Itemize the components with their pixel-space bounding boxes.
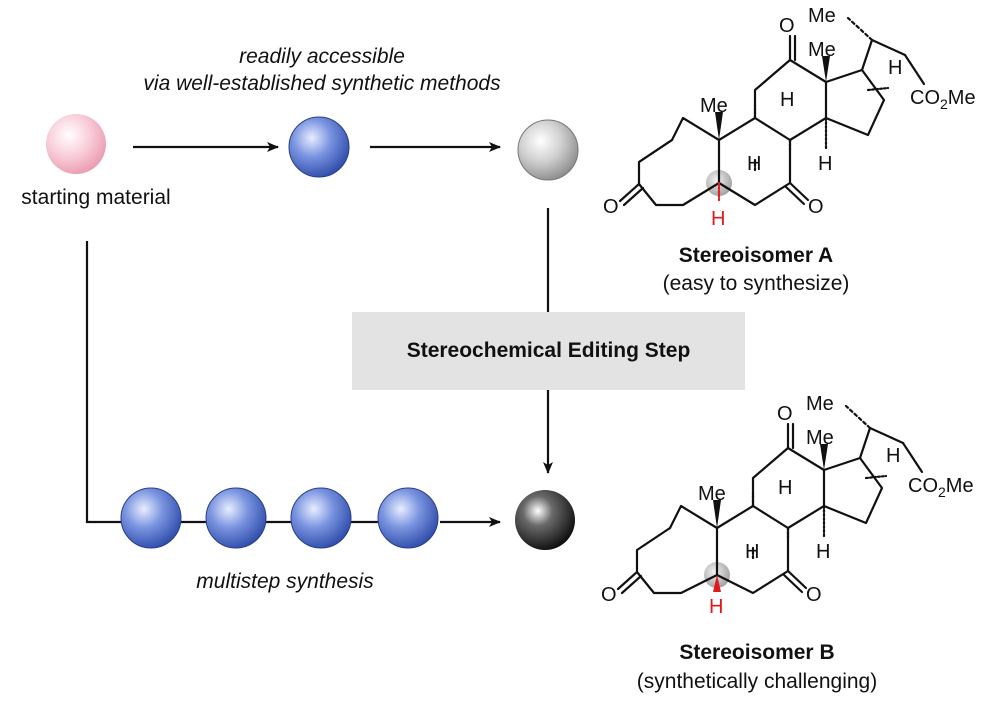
isomer-b-me-10: Me (698, 483, 726, 505)
isomer-a-o-12: O (779, 15, 795, 37)
starting-material-label: starting material (21, 186, 171, 209)
top-caption-line-1: readily accessible (239, 45, 405, 68)
multistep-sphere-2 (205, 487, 267, 549)
editing-step-box: Stereochemical Editing Step (352, 312, 745, 390)
isomer-b-o-3: O (601, 584, 617, 606)
isomer-b-note: (synthetically challenging) (636, 670, 878, 693)
isomer-a-me-sidechain: Me (808, 5, 836, 27)
isomer-b-h-9: H (745, 541, 759, 563)
isomer-b-me-13: Me (806, 427, 834, 449)
isomer-b-ester: CO2Me (908, 475, 974, 500)
multistep-sphere-3 (290, 487, 352, 549)
stereoisomer-b-structure (616, 404, 924, 595)
isomer-a-me-10: Me (700, 95, 728, 117)
isomer-b-atom-labels: Me O Me H Me H H H O O H CO2Me (601, 393, 974, 618)
isomer-b-h-14: H (816, 541, 830, 563)
isomer-b-h-8: H (778, 477, 792, 499)
connector-start-to-multistep (85, 241, 122, 524)
isomer-a-h-8: H (780, 89, 794, 111)
top-caption-line-2: via well-established synthetic methods (143, 72, 501, 95)
multistep-sphere-4 (377, 487, 439, 549)
isomer-a-ester: CO2Me (910, 87, 976, 112)
isomer-b-h-17: H (886, 445, 900, 467)
top-caption: readily accessible via well-established … (143, 43, 500, 97)
isomer-b-o-12: O (777, 403, 793, 425)
multistep-caption: multistep synthesis (196, 570, 374, 593)
isomer-a-h-17: H (888, 57, 902, 79)
stereoisomer-a-structure (618, 16, 926, 207)
isomer-b-me-sidechain: Me (806, 393, 834, 415)
isomer-a-h-5: H (711, 208, 725, 230)
multistep-sphere-1 (120, 487, 182, 549)
isomer-b-h-5: H (709, 596, 723, 618)
isomer-a-name: Stereoisomer A (678, 244, 834, 267)
isomer-a-o-7: O (808, 196, 824, 218)
isomer-a-atom-labels: Me O Me H Me H H H O O H CO2Me (603, 5, 976, 230)
editing-step-label: Stereochemical Editing Step (406, 339, 691, 362)
intermediate-sphere (288, 116, 350, 178)
starting-material-sphere (46, 114, 106, 174)
isomer-b-sphere (515, 490, 575, 550)
isomer-b-name: Stereoisomer B (679, 641, 835, 664)
isomer-a-h-9: H (747, 153, 761, 175)
isomer-a-sphere (517, 119, 579, 181)
isomer-b-o-7: O (806, 584, 822, 606)
isomer-a-me-13: Me (808, 39, 836, 61)
isomer-a-note: (easy to synthesize) (662, 272, 850, 295)
isomer-a-h-14: H (818, 153, 832, 175)
isomer-a-o-3: O (603, 196, 619, 218)
